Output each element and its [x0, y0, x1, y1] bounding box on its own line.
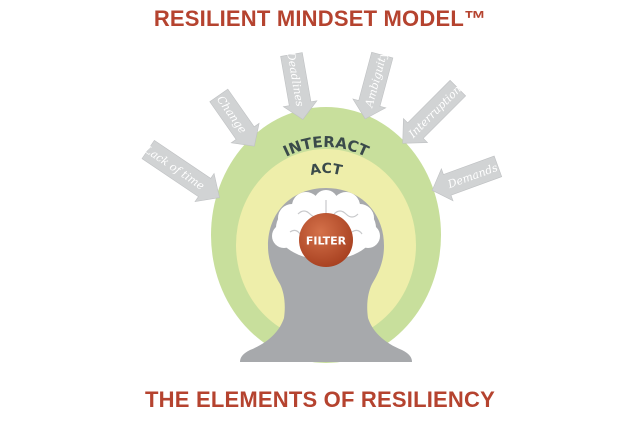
stressor-arrow-lack-of-time: Lack of time [141, 139, 220, 203]
stressor-arrow-demands: Demands [431, 155, 503, 202]
svg-text:Lack of time: Lack of time [141, 143, 207, 193]
stressor-arrow-interruptions: Interruptions [402, 79, 468, 144]
filter-label: FILTER [306, 235, 347, 248]
svg-text:Interruptions: Interruptions [405, 79, 468, 142]
page-title: RESILIENT MINDSET MODEL™ [153, 6, 487, 31]
stressor-arrow-deadlines: Deadlines [280, 50, 318, 120]
act-label: ACT [309, 161, 345, 179]
filter-circle [299, 213, 353, 267]
page-subtitle: THE ELEMENTS OF RESILIENCY [145, 387, 495, 412]
